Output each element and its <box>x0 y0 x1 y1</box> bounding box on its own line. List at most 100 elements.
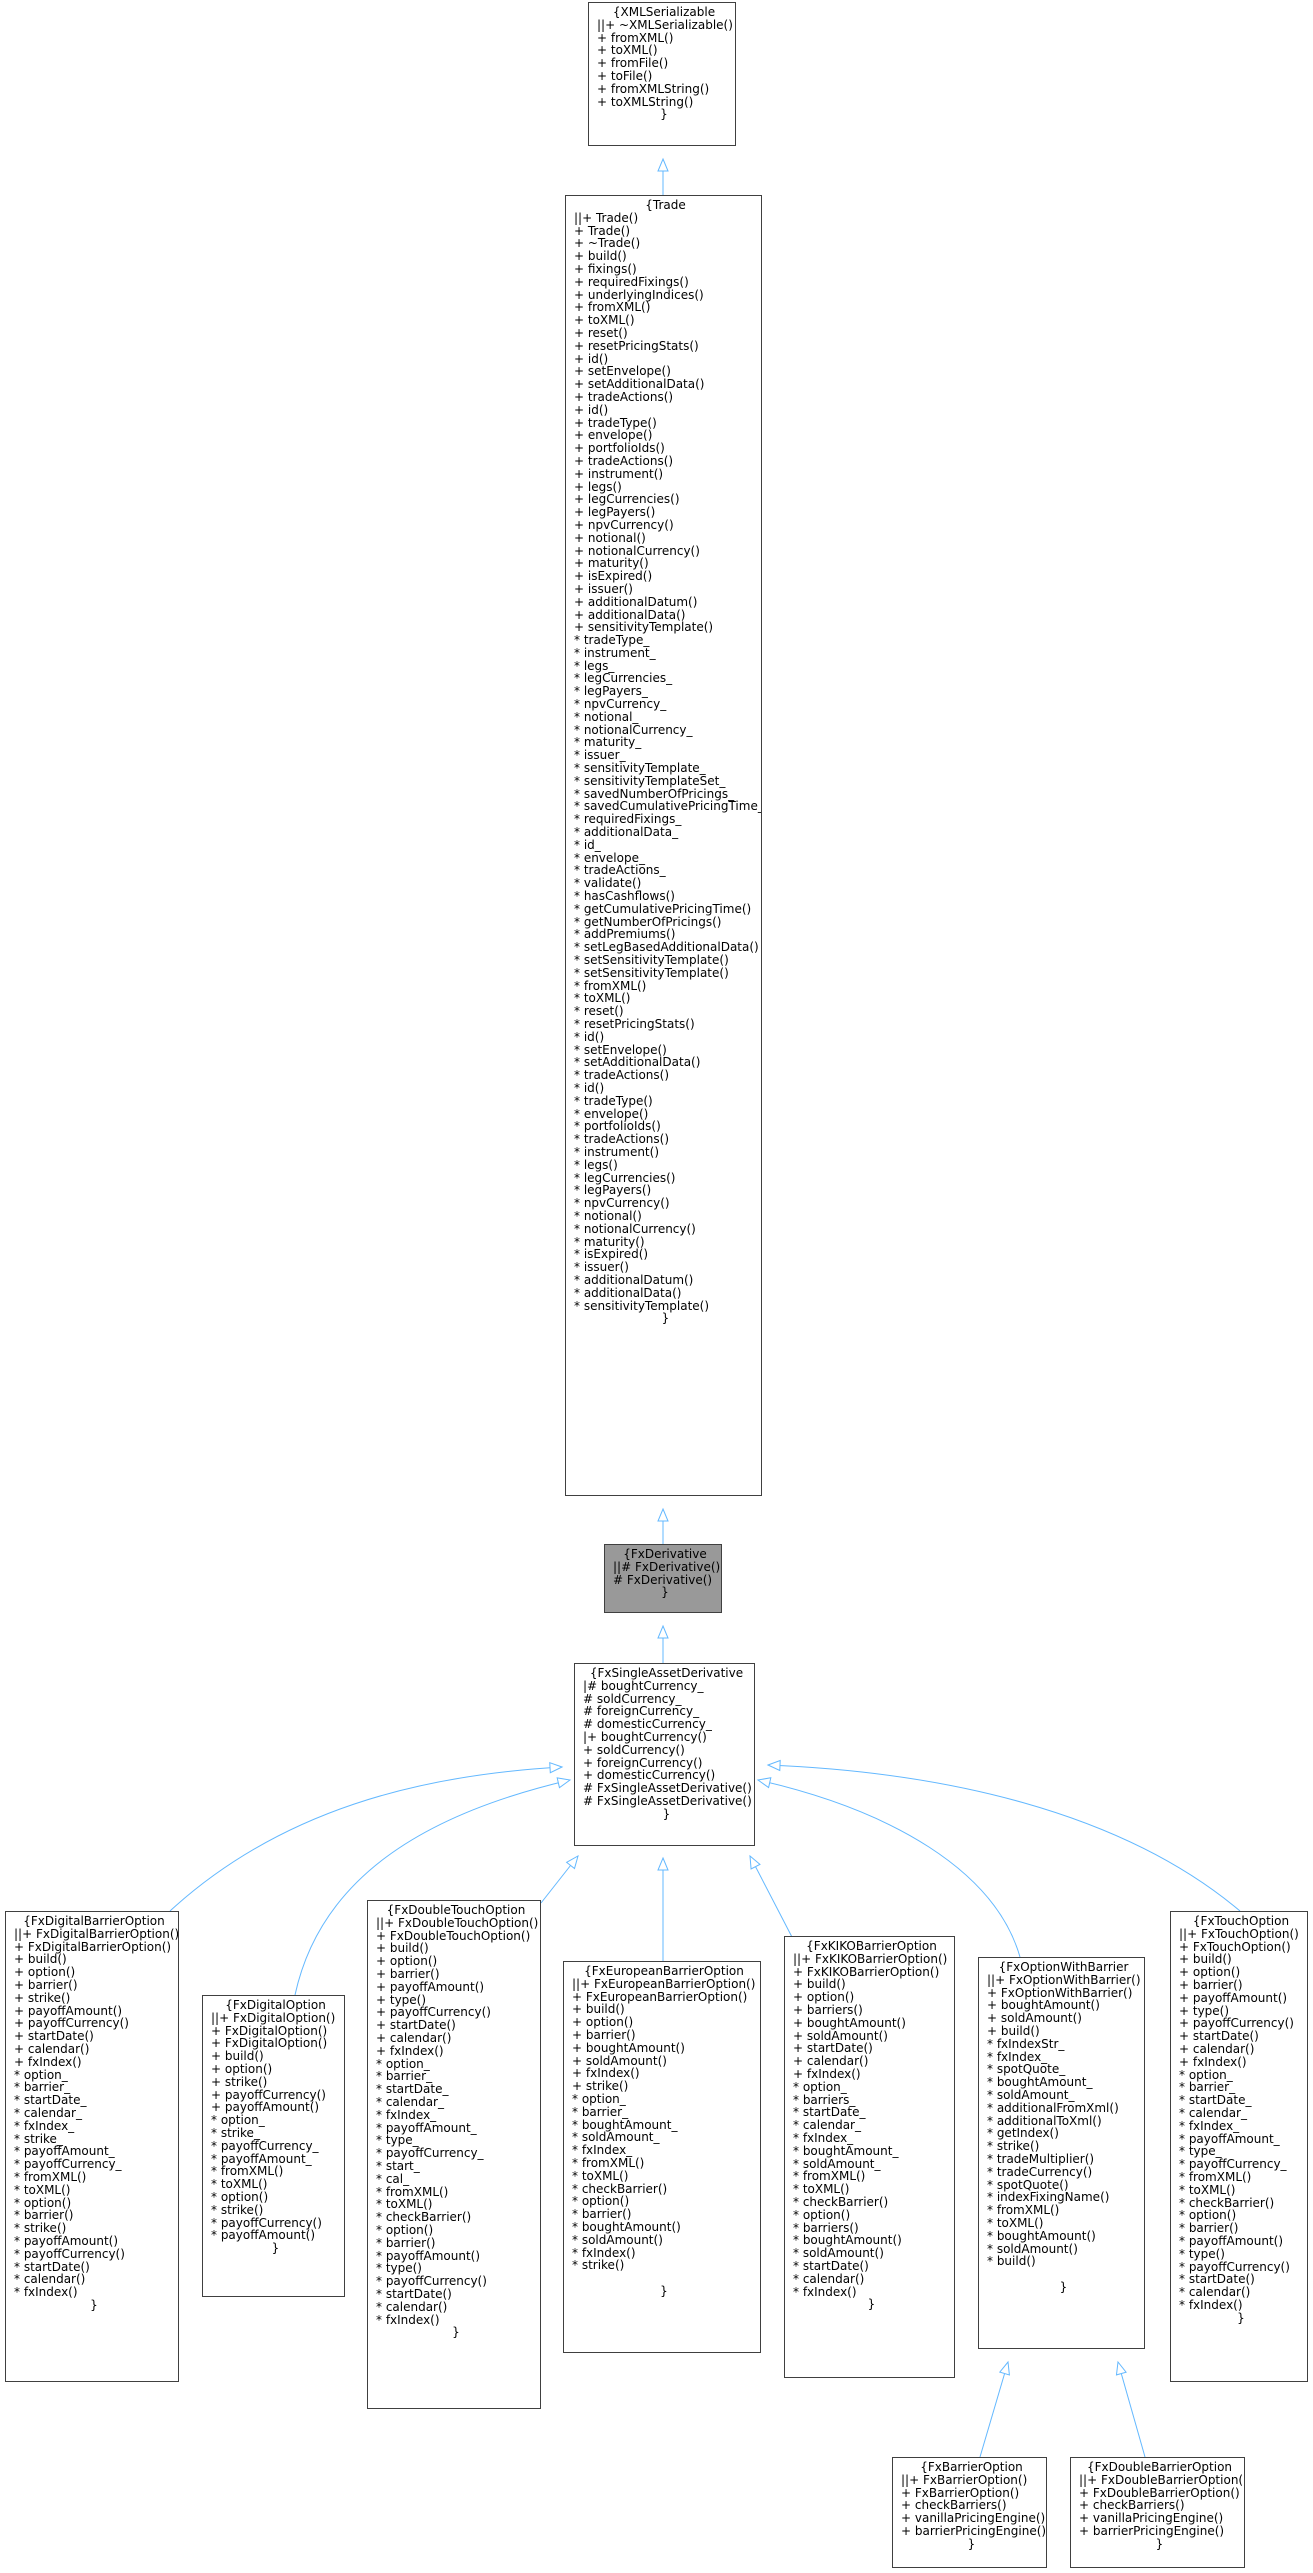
class-member: + foreignCurrency() <box>583 1755 703 1770</box>
class-member: * build() <box>987 2254 1036 2269</box>
class-member: + calendar() <box>14 2041 90 2056</box>
class-member: * portfolioIds() <box>574 1119 661 1134</box>
class-member: + checkBarriers() <box>1079 2498 1185 2513</box>
class-member: ||+ FxBarrierOption() <box>901 2472 1028 2487</box>
class-member: + fromFile() <box>597 56 669 71</box>
class-member: * soldAmount() <box>572 2232 663 2247</box>
class-member: + strike() <box>211 2074 268 2089</box>
class-member: + barrier() <box>572 2027 636 2042</box>
class-member: # FxSingleAssetDerivative() <box>583 1793 752 1808</box>
class-member: * boughtAmount() <box>572 2219 681 2234</box>
class-title: {FxOptionWithBarrier <box>998 1960 1129 1974</box>
class-member: * calendar() <box>793 2271 865 2286</box>
class-node-fx-derivative[interactable]: {FxDerivative||# FxDerivative()# FxDeriv… <box>604 1544 722 1613</box>
class-member: * type() <box>376 2261 422 2276</box>
class-member: * calendar_ <box>14 2105 82 2120</box>
class-member: * startDate_ <box>1179 2093 1252 2108</box>
class-node-fx-single-asset-derivative[interactable]: {FxSingleAssetDerivative|# boughtCurrenc… <box>574 1663 755 1846</box>
class-member: + strike() <box>14 1990 71 2005</box>
class-member: + additionalDatum() <box>574 594 698 609</box>
class-member: * maturity() <box>574 1234 645 1249</box>
class-member: + requiredFixings() <box>574 274 689 289</box>
class-member: * option_ <box>376 2056 430 2071</box>
class-member: ||+ FxOptionWithBarrier() <box>987 1972 1141 1987</box>
class-node-trade[interactable]: {Trade||+ Trade()+ Trade()+ ~Trade()+ bu… <box>565 195 762 1496</box>
class-member: + fixings() <box>574 261 637 276</box>
class-member: * additionalDatum() <box>574 1272 694 1287</box>
class-node-fx-digital-option[interactable]: {FxDigitalOption||+ FxDigitalOption()+ F… <box>202 1995 345 2297</box>
class-node-fx-european-barrier-option[interactable]: {FxEuropeanBarrierOption||+ FxEuropeanBa… <box>563 1961 761 2353</box>
class-member: * envelope() <box>574 1106 649 1121</box>
class-member: * option() <box>572 2194 630 2209</box>
class-member: * boughtAmount() <box>793 2233 902 2248</box>
class-member: + underlyingIndices() <box>574 287 704 302</box>
class-member: * calendar() <box>1179 2285 1251 2300</box>
class-member: * startDate_ <box>793 2105 866 2120</box>
class-member: + domesticCurrency() <box>583 1768 716 1783</box>
class-member: ||+ FxTouchOption() <box>1179 1926 1299 1941</box>
class-member: * toXML() <box>793 2182 850 2197</box>
class-member: + tradeActions() <box>574 389 674 404</box>
class-member: * soldAmount() <box>793 2246 884 2261</box>
class-member: + startDate() <box>793 2041 873 2056</box>
class-member: * checkBarrier() <box>1179 2195 1275 2210</box>
closing-brace: } <box>660 2283 668 2298</box>
class-member: + option() <box>572 2015 634 2030</box>
class-member: * boughtAmount_ <box>793 2143 899 2158</box>
class-member: * resetPricingStats() <box>574 1017 695 1031</box>
class-member: + option() <box>14 1965 76 1980</box>
class-member: * notional_ <box>574 709 639 724</box>
class-member: + calendar() <box>376 2030 452 2045</box>
class-member: * strike() <box>987 2139 1040 2154</box>
inheritance-arrowhead <box>998 2360 1010 2376</box>
class-member: * startDate_ <box>376 2082 449 2097</box>
class-member: + boughtAmount() <box>987 1998 1100 2013</box>
class-node-fx-option-with-barrier[interactable]: {FxOptionWithBarrier||+ FxOptionWithBarr… <box>978 1957 1145 2349</box>
class-node-fx-double-touch-option[interactable]: {FxDoubleTouchOption||+ FxDoubleTouchOpt… <box>367 1900 541 2409</box>
edge-fx-touch-option-to-fx-single-asset-derivative <box>767 1764 1241 1912</box>
class-node-fx-barrier-option[interactable]: {FxBarrierOption||+ FxBarrierOption()+ F… <box>892 2457 1047 2568</box>
class-member: * strike() <box>572 2258 625 2273</box>
class-member: * toXML() <box>572 2168 629 2183</box>
inheritance-arrowhead <box>657 1624 669 1639</box>
class-member: + FxDigitalOption() <box>211 2023 328 2038</box>
closing-brace: } <box>90 2297 98 2312</box>
class-node-fx-double-barrier-option[interactable]: {FxDoubleBarrierOption||+ FxDoubleBarrie… <box>1070 2457 1245 2568</box>
class-member: * additionalToXml() <box>987 2113 1102 2128</box>
class-member: * toXML() <box>987 2215 1044 2230</box>
class-node-fx-digital-barrier-option[interactable]: {FxDigitalBarrierOption||+ FxDigitalBarr… <box>5 1911 179 2382</box>
class-member: + fromXML() <box>597 30 674 45</box>
closing-brace: } <box>1237 2310 1245 2325</box>
class-member: + npvCurrency() <box>574 517 674 532</box>
class-member: + tradeActions() <box>574 453 674 468</box>
class-member: * setAdditionalData() <box>574 1055 701 1070</box>
edge-fx-digital-option-to-fx-single-asset-derivative <box>294 1779 571 1996</box>
class-title: {FxBarrierOption <box>920 2460 1023 2474</box>
class-member: * payoffCurrency() <box>14 2246 125 2261</box>
class-title: {FxSingleAssetDerivative <box>589 1666 744 1680</box>
class-node-fx-kiko-barrier-option[interactable]: {FxKIKOBarrierOption||+ FxKIKOBarrierOpt… <box>784 1936 955 2378</box>
class-member: + ~Trade() <box>574 236 641 251</box>
class-member: * barriers_ <box>793 2092 856 2107</box>
class-node-fx-touch-option[interactable]: {FxTouchOption||+ FxTouchOption()+ FxTou… <box>1170 1911 1308 2382</box>
class-member: * fromXML() <box>793 2169 866 2184</box>
class-member: * toXML() <box>211 2177 268 2192</box>
closing-brace: } <box>1155 2536 1164 2551</box>
class-node-xml-serializable[interactable]: {XMLSerializable||+ ~XMLSerializable()+ … <box>588 2 736 146</box>
class-member: * tradeMultiplier() <box>987 2151 1095 2166</box>
class-title: {FxDigitalOption <box>225 1998 326 2012</box>
class-member: + build() <box>987 2023 1040 2038</box>
class-member: + FxTouchOption() <box>1179 1939 1291 1954</box>
class-member: + setAdditionalData() <box>574 377 705 392</box>
class-member: * id_ <box>574 837 601 852</box>
class-member: + toXML() <box>597 43 658 58</box>
class-member: + FxDigitalOption() <box>211 2036 328 2051</box>
class-member: * checkBarrier() <box>376 2210 472 2225</box>
class-member: * tradeType_ <box>574 633 650 648</box>
class-member: * payoffAmount() <box>376 2248 481 2263</box>
edge-fx-barrier-option-to-fx-option-with-barrier <box>979 2361 1009 2458</box>
class-member: + id() <box>574 402 609 417</box>
class-member: * tradeActions() <box>574 1132 670 1147</box>
class-title: {XMLSerializable <box>612 5 716 19</box>
class-member: * npvCurrency() <box>574 1196 670 1211</box>
